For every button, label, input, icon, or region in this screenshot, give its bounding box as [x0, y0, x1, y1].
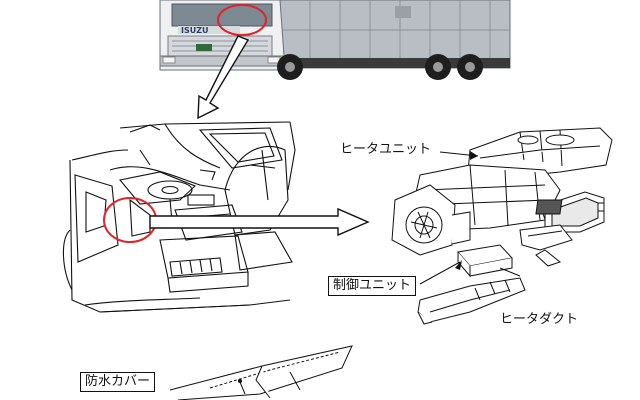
waterproof-cover-drawing [169, 345, 353, 400]
arrow-truck-to-cab [197, 35, 250, 120]
floor-vent [169, 257, 223, 277]
heater-unit-drawing [391, 127, 613, 256]
label-heater-duct: ヒータダクト [500, 312, 579, 327]
control-unit [457, 244, 521, 278]
driver-seat-cushion [234, 231, 293, 271]
steering-wheel [147, 180, 193, 200]
filter-panel [535, 191, 605, 233]
center-console [174, 204, 243, 241]
b-pillar [287, 121, 296, 191]
duct-connector [519, 224, 573, 267]
chassis [250, 58, 510, 68]
arrowhead-heater-unit [470, 151, 478, 160]
brand-plate [178, 26, 240, 34]
cargo-panels [280, 0, 510, 60]
a-pillar [164, 123, 221, 169]
leader-control-unit [419, 261, 461, 285]
dashboard [109, 166, 231, 191]
cab-interior-drawing [62, 121, 296, 313]
grille-slats [172, 40, 268, 52]
truck-brand-badge: ISUZU [181, 26, 209, 35]
arrowhead-control-unit [455, 260, 462, 270]
cargo-latch [395, 6, 411, 18]
arrow-cab-to-unit [149, 207, 370, 237]
door-panel [74, 174, 119, 263]
heater-duct [417, 277, 526, 325]
label-waterproof-cover: 防水カバー [80, 372, 156, 392]
front-emblem [196, 44, 212, 51]
truck-photo: ISUZU [159, 0, 511, 80]
driver-seat-back [224, 145, 289, 236]
label-control-unit: 制御ユニット [328, 276, 417, 296]
label-heater-unit: ヒータユニット [340, 142, 432, 157]
rear-window [198, 127, 283, 169]
middle-seat [159, 235, 249, 279]
headlamp-left [162, 56, 176, 64]
highlight-ellipse-truck [217, 4, 267, 36]
